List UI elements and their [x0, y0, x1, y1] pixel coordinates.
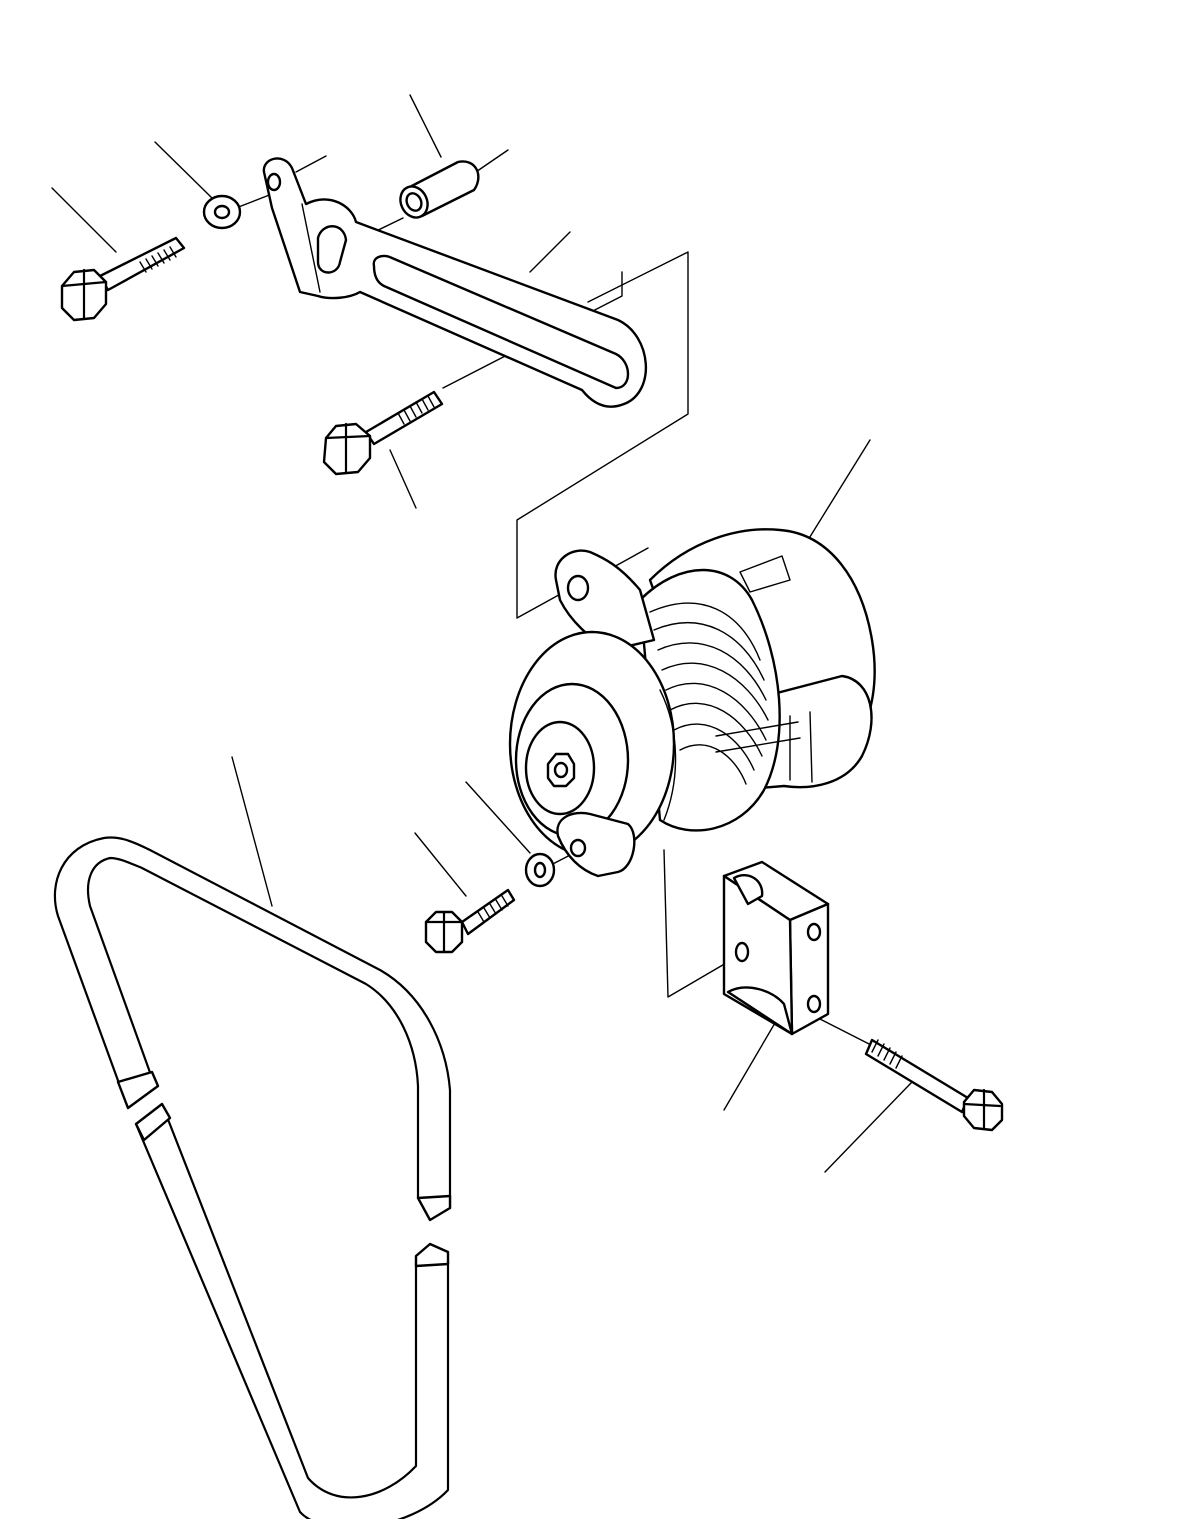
axis-slot-bolt [442, 271, 623, 389]
leader-bolt-alternator-lower [414, 832, 467, 897]
leader-washer-lower [465, 781, 531, 854]
leader-washer-upper [154, 141, 213, 199]
spacer-sleeve [399, 160, 480, 219]
leader-mounting-block [723, 1022, 776, 1111]
leader-v-belt [231, 756, 273, 907]
bolt-alternator-lower [424, 888, 516, 954]
leader-adjusting-bracket [295, 155, 327, 173]
bolt-mounting-block [864, 1038, 1004, 1132]
bolt-upper-left [60, 236, 186, 322]
alternator [508, 528, 876, 878]
leader-bolt-mounting-block [824, 1081, 913, 1173]
axis-block-bolt [817, 1017, 874, 1047]
axis-bracket-to-alternator [516, 251, 689, 619]
leader-bolt-upper-left [51, 187, 117, 253]
leader-alternator [807, 439, 871, 541]
bolt-bracket-slot [322, 390, 444, 476]
washer-upper [202, 194, 242, 230]
washer-lower [524, 852, 556, 888]
mounting-block [722, 860, 830, 1036]
leader-spacer-sleeve [409, 94, 442, 158]
adjusting-bracket [262, 157, 647, 408]
leader-bolt-bracket-slot [389, 449, 417, 509]
leader-lines [51, 94, 913, 1173]
v-belt [53, 836, 452, 1519]
axis-alternator-to-block [663, 849, 746, 998]
leader-bracket-arm [529, 231, 571, 273]
